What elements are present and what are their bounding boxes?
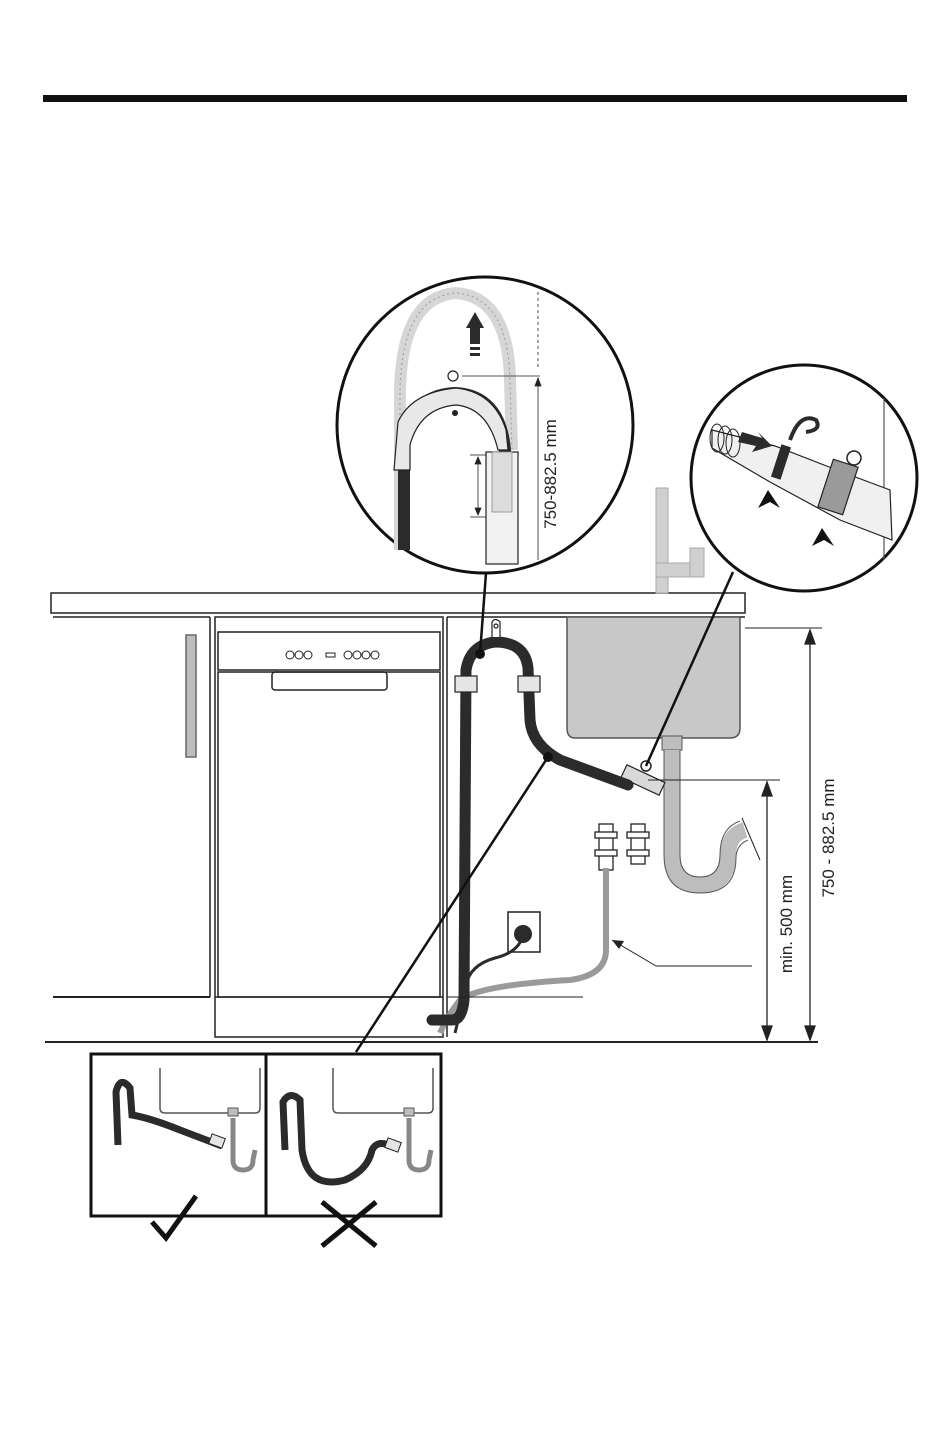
countertop — [51, 593, 745, 613]
zoom-height-label: 750-882.5 mm — [541, 419, 560, 529]
sink-basin — [567, 617, 740, 750]
correct-example-panel — [91, 1054, 266, 1238]
zoom-hose-clamp — [691, 365, 917, 591]
zoom-hose-hook — [337, 277, 633, 573]
cabinet-handle — [186, 635, 196, 757]
wrong-example-panel — [266, 1054, 441, 1246]
door — [218, 672, 440, 997]
door-handle — [272, 672, 387, 690]
min-height-dimension — [762, 782, 772, 1040]
water-valves — [595, 824, 649, 870]
counter-height-dimension — [805, 630, 815, 1040]
header-rule — [43, 95, 907, 102]
drain-trap — [664, 750, 760, 893]
power-socket — [508, 912, 540, 952]
dishwasher — [215, 617, 443, 1037]
control-panel — [218, 632, 440, 670]
left-cabinet — [53, 617, 210, 997]
wall-hook — [492, 620, 500, 638]
min-height-label: min. 500 mm — [777, 875, 796, 973]
counter-height-label: 750 - 882.5 mm — [819, 778, 838, 897]
hose-clips — [455, 676, 540, 692]
control-buttons — [286, 651, 379, 659]
